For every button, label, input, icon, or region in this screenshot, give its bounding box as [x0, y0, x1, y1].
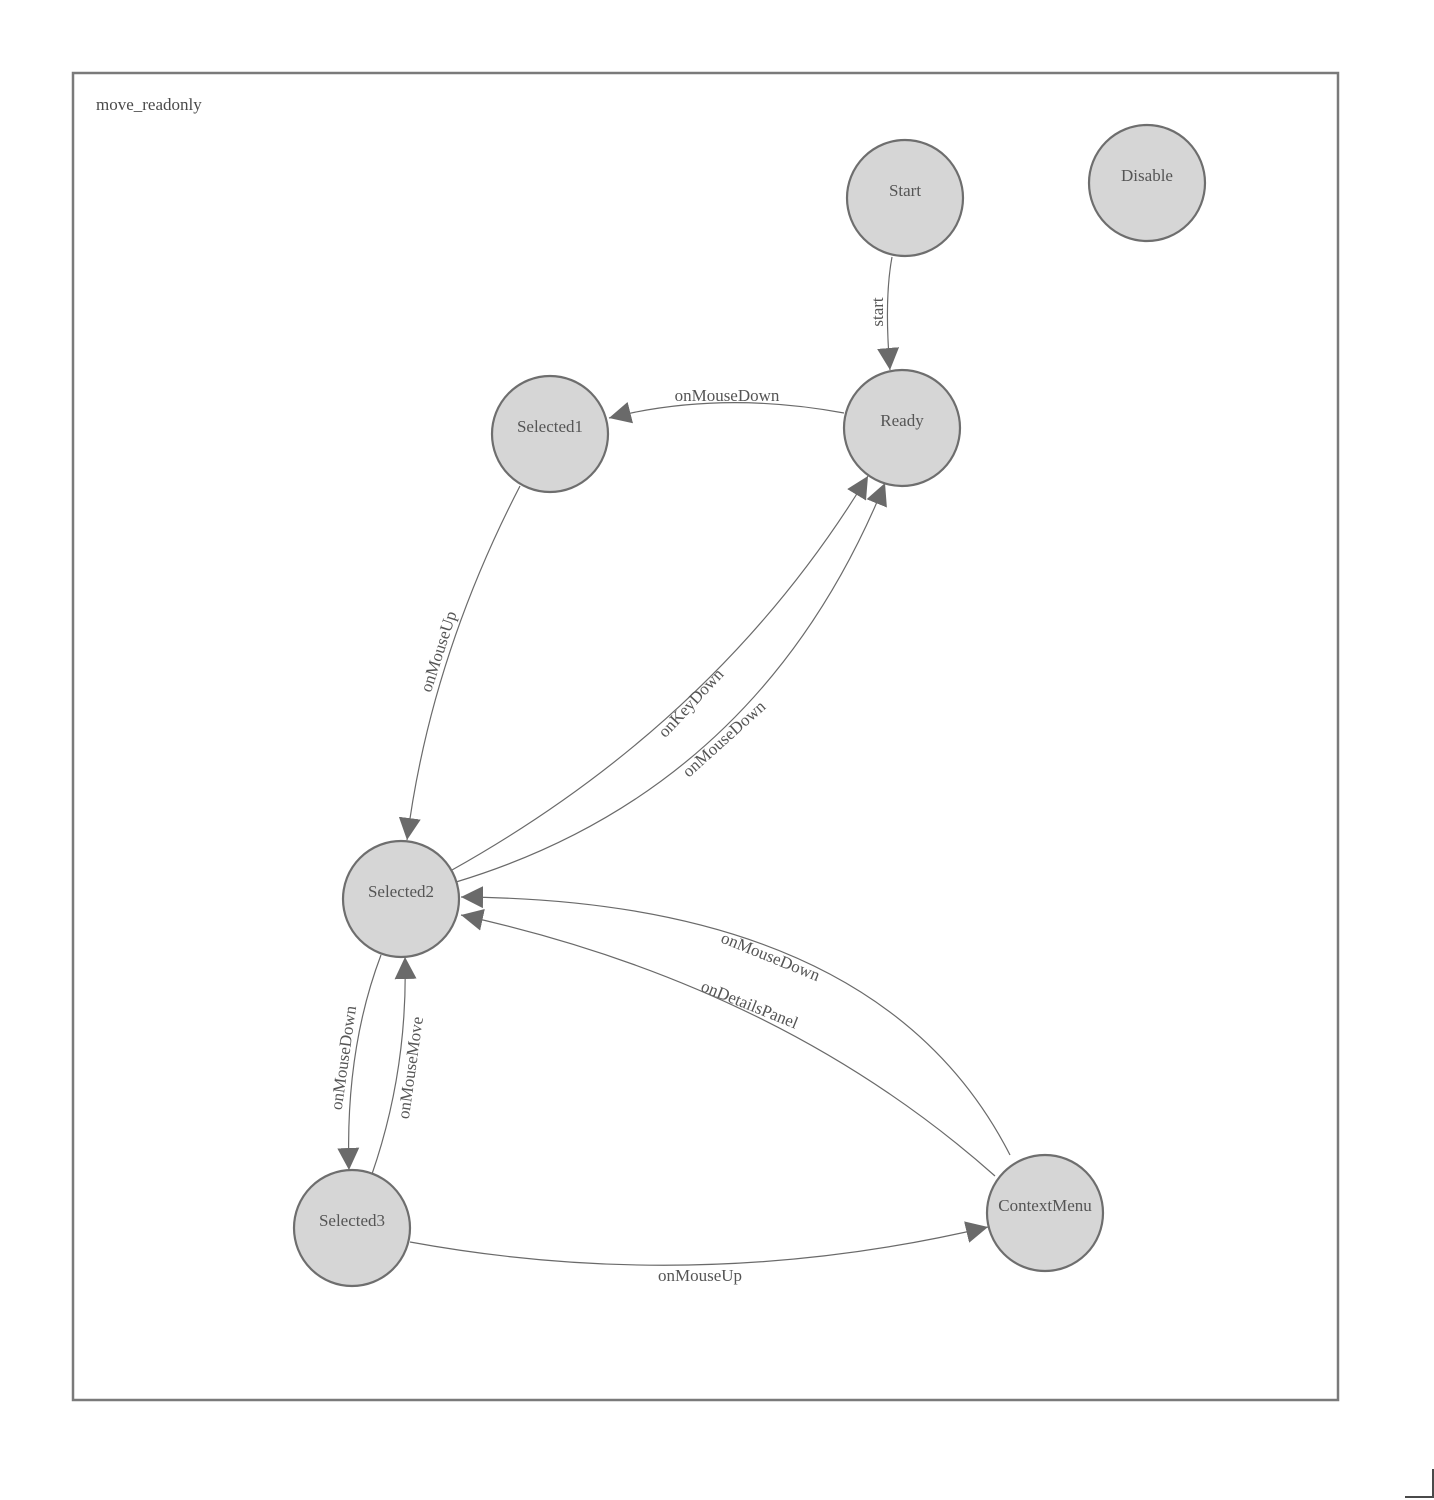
edge-selected2-to-selected3	[337, 954, 382, 1171]
edge-selected1-to-selected2	[398, 485, 521, 841]
edge-selected2-to-ready-mousedown	[455, 482, 887, 883]
edge-label-selected3-contextmenu: onMouseUp	[658, 1266, 742, 1285]
edge-selected3-to-selected2	[371, 956, 417, 1175]
state-start-circle[interactable]	[845, 138, 965, 258]
state-contextmenu-circle[interactable]	[985, 1153, 1105, 1273]
edge-start-to-ready	[877, 256, 900, 371]
state-ready-circle[interactable]	[842, 368, 962, 488]
state-node-ready[interactable]: Ready	[842, 368, 962, 488]
edge-selected3-to-contextmenu	[409, 1221, 989, 1266]
state-node-contextmenu[interactable]: ContextMenu	[985, 1153, 1105, 1273]
state-selected2-circle[interactable]	[341, 839, 461, 959]
edge-contextmenu-to-selected2-details	[460, 908, 996, 1177]
state-node-selected2[interactable]: Selected2	[341, 839, 461, 959]
state-selected3-circle[interactable]	[292, 1168, 412, 1288]
edge-label-ready-selected1: onMouseDown	[675, 386, 780, 405]
state-selected1-circle[interactable]	[490, 374, 610, 494]
edge-ready-to-selected1	[608, 401, 845, 424]
state-node-selected3[interactable]: Selected3	[292, 1168, 412, 1288]
diagram-title: move_readonly	[96, 95, 202, 114]
state-node-disable[interactable]: Disable	[1087, 123, 1207, 243]
resize-handle-icon[interactable]	[1405, 1469, 1434, 1498]
state-disable-circle[interactable]	[1087, 123, 1207, 243]
state-node-start[interactable]: Start	[845, 138, 965, 258]
nodes: Start Disable Ready Selected1 Selected2 …	[292, 123, 1207, 1288]
edge-label-start: start	[868, 297, 887, 327]
edge-contextmenu-to-selected2-mousedown	[460, 886, 1011, 1156]
edge-selected2-to-ready-keydown	[451, 475, 869, 871]
state-node-selected1[interactable]: Selected1	[490, 374, 610, 494]
diagram-frame	[71, 71, 1340, 1402]
